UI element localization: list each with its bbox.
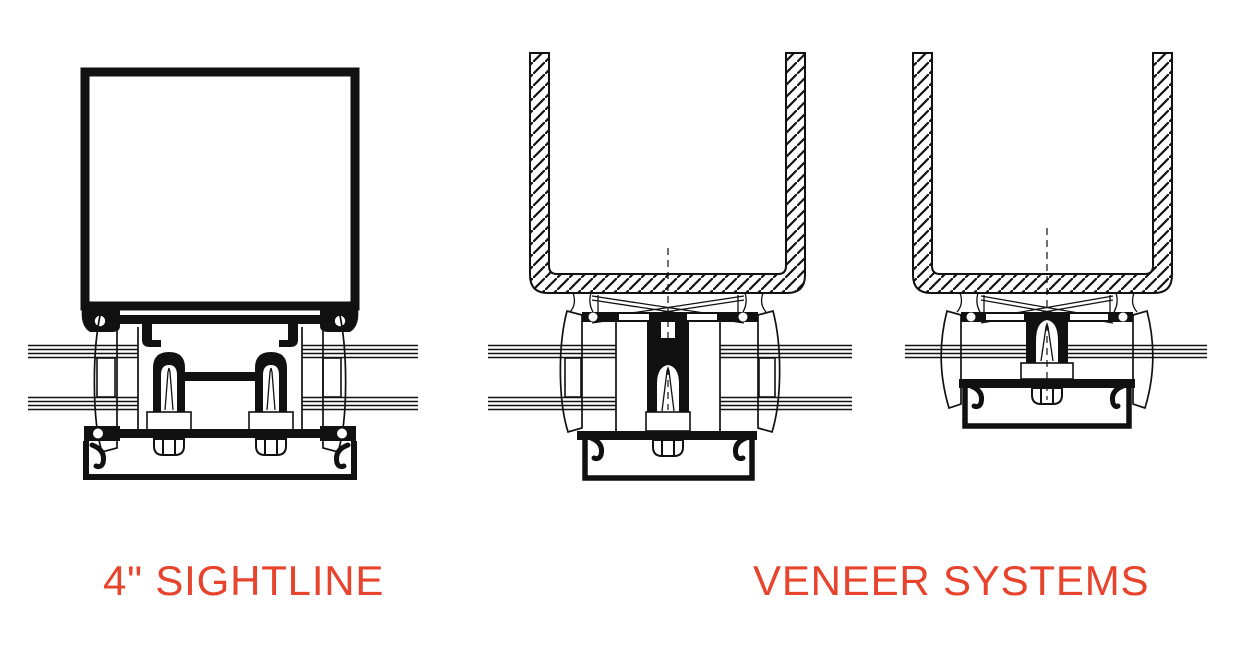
wood-veneer-channel (529, 52, 806, 294)
pressure-bar (959, 379, 1135, 388)
sightline-mullion-section-drawing (28, 67, 418, 480)
shim-blocks (146, 411, 294, 431)
glass-unit-right (302, 344, 418, 411)
square-tube-mullion (80, 67, 360, 311)
veneer-mullion-deep-section-drawing (488, 52, 852, 481)
screw-channel-walls (137, 327, 303, 431)
side-trim-wings (559, 309, 781, 434)
screw-fastener (164, 367, 174, 411)
retainer-hooks (142, 324, 298, 347)
face-cap (962, 381, 1132, 429)
gasket-corner-blocks-bottom (84, 426, 356, 441)
screw-splines (153, 352, 287, 412)
side-trim-wings (940, 309, 1154, 410)
face-cap (83, 441, 357, 480)
face-cap-hooks (89, 442, 351, 470)
face-cap (582, 434, 755, 481)
face-cap-hooks (968, 383, 1126, 410)
face-cap-hooks (588, 435, 749, 462)
interior-face-bar (105, 315, 335, 324)
glass-unit-right (720, 344, 852, 411)
veneer-systems-caption: VENEER SYSTEMS (753, 557, 1150, 604)
glass-unit-left (488, 344, 616, 411)
anchor-plate (582, 312, 758, 322)
spline-web (185, 372, 255, 381)
sightline-caption: 4" SIGHTLINE (103, 557, 385, 604)
glass-spacer (758, 357, 776, 398)
screw-fastener (266, 367, 276, 411)
hex-bolts (153, 438, 287, 456)
veneer-mullion-shallow-section-drawing (905, 52, 1207, 429)
glass-lite-right (1068, 344, 1207, 359)
hex-bolt (652, 439, 684, 457)
glass-spacer (564, 357, 582, 398)
wood-veneer-channel (912, 52, 1173, 294)
pressure-bar (577, 431, 757, 440)
glass-lite-left (905, 344, 1026, 359)
glass-spacer (322, 357, 342, 398)
screw-channel-walls (615, 322, 721, 431)
glass-spacer (96, 357, 116, 398)
shim-block (645, 411, 691, 432)
glass-unit-left (28, 344, 138, 411)
pressure-bar (105, 429, 335, 438)
